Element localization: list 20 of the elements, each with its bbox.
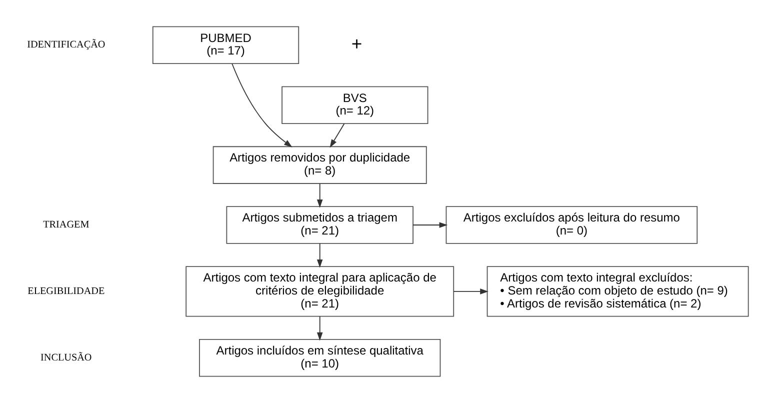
arrow	[316, 242, 323, 268]
arrow	[412, 222, 448, 228]
node-box: Artigos incluídos em síntese qualitativa (n= 10)	[199, 338, 441, 376]
arrow	[316, 315, 323, 340]
label: IDENTIFICAÇÃO	[27, 39, 106, 50]
arrow	[330, 122, 345, 148]
node-box: Artigos submetidos a triagem (n= 21)	[226, 206, 414, 244]
label: +	[351, 32, 362, 54]
node-box: PUBMED (n= 17)	[152, 26, 300, 64]
node-box: Artigos com texto integral para aplicação de critérios de elegibilidade (n= 21)	[186, 266, 454, 316]
label: INCLUSÃO	[40, 352, 92, 363]
node-box: Artigos excluídos após leitura do resumo (n= 0)	[446, 206, 698, 244]
label: TRIAGEM	[43, 219, 90, 230]
node-box: BVS (n= 12)	[282, 86, 428, 124]
node-box: Artigos com texto integral excluídos: • Sem relação com objeto de estudo (n= 9) • Artigos de revisão sistemática (n= 2)	[486, 266, 749, 316]
label: ELEGIBILIDADE	[28, 286, 105, 297]
arrow	[316, 182, 323, 208]
arrow	[232, 62, 292, 147]
node-box: Artigos removidos por duplicidade (n= 8)	[212, 146, 427, 184]
arrow	[453, 288, 488, 294]
